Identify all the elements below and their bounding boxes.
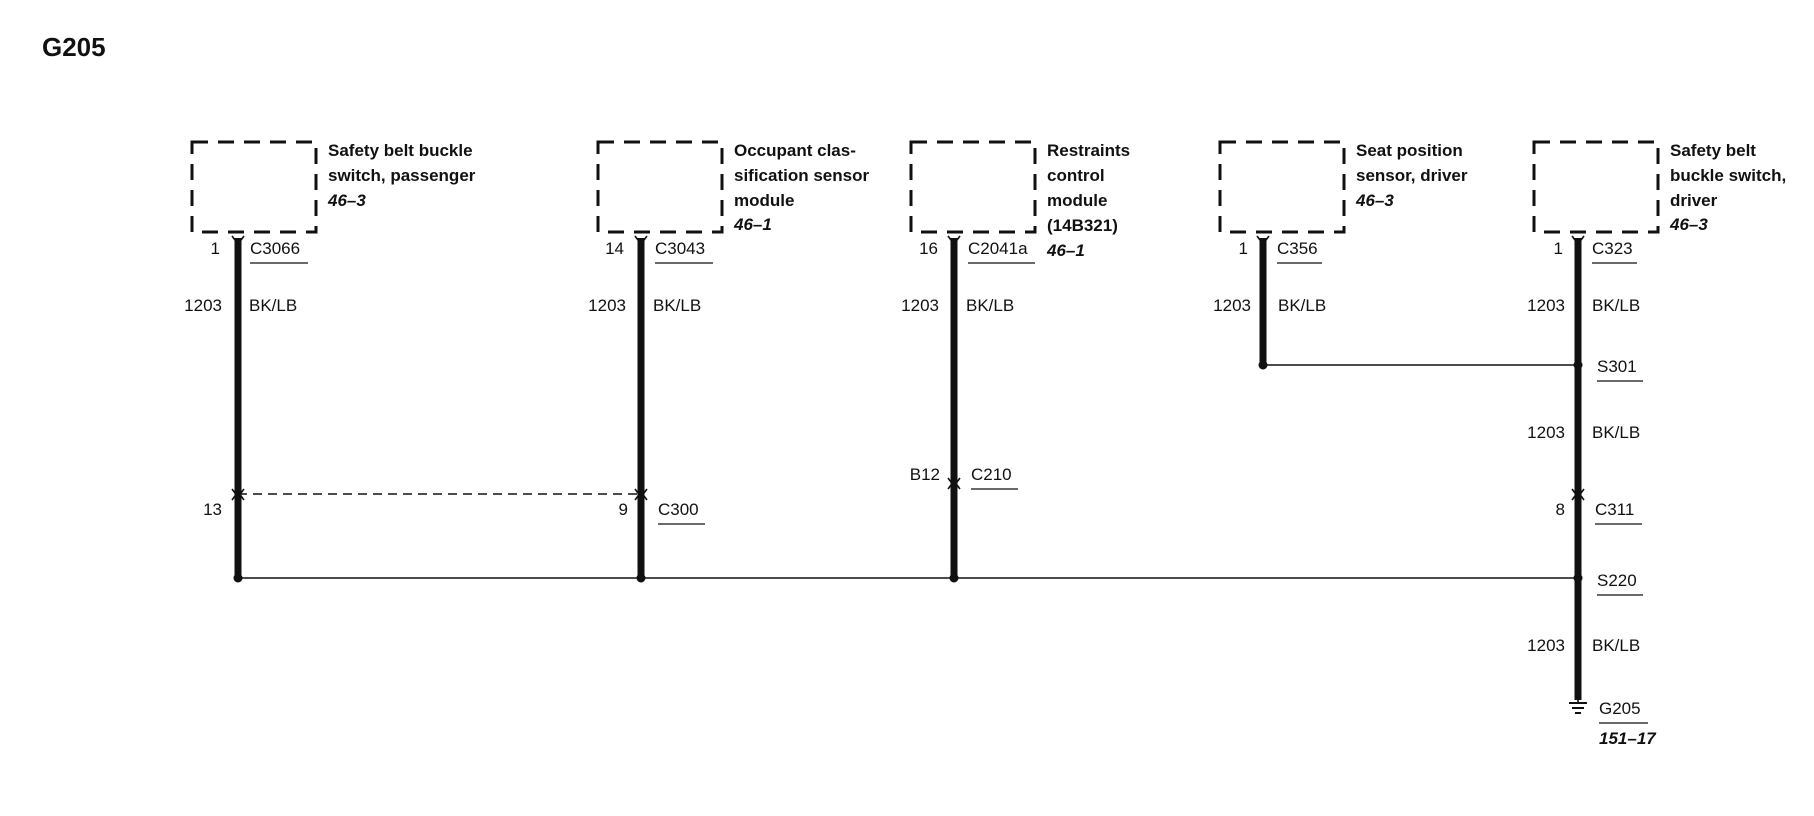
- pin-number: 16: [919, 239, 938, 258]
- ground-label: G205: [1599, 699, 1641, 718]
- connector-name: C300: [658, 500, 699, 519]
- wire-color: BK/LB: [1278, 296, 1326, 315]
- component-label-line: module: [734, 191, 794, 210]
- connector-name: C311: [1595, 500, 1634, 519]
- component-label-line: buckle switch,: [1670, 166, 1786, 185]
- circuit-number: 1203: [588, 296, 626, 315]
- splice-dot: [1573, 360, 1583, 370]
- wire-color: BK/LB: [1592, 296, 1640, 315]
- connector-name: C210: [971, 465, 1012, 484]
- component-label-line: sensor, driver: [1356, 166, 1468, 185]
- connector-arrow-icon: [1571, 488, 1585, 499]
- component-occupant-classification-module: Occupant clas- sification sensor module …: [596, 140, 869, 234]
- component-box: [190, 140, 318, 234]
- component-label-line: module: [1047, 191, 1107, 210]
- connector-arrow-icon: [947, 477, 961, 488]
- connector-arrow-icon: [634, 235, 648, 246]
- connector-arrow-icon: [1571, 490, 1585, 501]
- page-reference: 46–1: [733, 215, 772, 234]
- page-reference: 46–1: [1046, 241, 1085, 260]
- circuit-number: 1203: [1527, 636, 1565, 655]
- pin-number: 1: [1239, 239, 1248, 258]
- connector-name: C356: [1277, 239, 1318, 258]
- pin-number: B12: [910, 465, 940, 484]
- page-reference: 46–3: [1669, 215, 1708, 234]
- component-box: [596, 140, 724, 234]
- connector-arrow-icon: [634, 490, 648, 501]
- component-label-line: Occupant clas-: [734, 141, 856, 160]
- component-passenger-buckle-switch: Safety belt buckle switch, passenger 46–…: [190, 140, 476, 234]
- component-label-line: Safety belt buckle: [328, 141, 473, 160]
- component-restraints-control-module: Restraints control module (14B321) 46–1: [909, 140, 1130, 260]
- component-label-line: driver: [1670, 191, 1718, 210]
- connector-arrow-icon: [947, 479, 961, 490]
- pin-number: 14: [605, 239, 624, 258]
- pin-number: 1: [1554, 239, 1563, 258]
- connector-name: C3043: [655, 239, 705, 258]
- component-label-line: Restraints: [1047, 141, 1130, 160]
- wire-color: BK/LB: [1592, 636, 1640, 655]
- wire-color: BK/LB: [966, 296, 1014, 315]
- splice-dot: [949, 573, 959, 583]
- pin-number: 13: [203, 500, 222, 519]
- component-label-line: Seat position: [1356, 141, 1463, 160]
- component-box: [1532, 140, 1660, 234]
- connector-name: C3066: [250, 239, 300, 258]
- connector-arrow-icon: [231, 488, 245, 499]
- splice-label: S301: [1597, 357, 1637, 376]
- component-label-line: switch, passenger: [328, 166, 476, 185]
- connector-arrow-icon: [1256, 235, 1270, 246]
- page-reference: 46–3: [1355, 191, 1394, 210]
- circuit-number: 1203: [901, 296, 939, 315]
- connector-arrow-icon: [1571, 235, 1585, 246]
- connector-arrow-icon: [231, 490, 245, 501]
- splice-dot: [636, 573, 646, 583]
- connector-arrow-icon: [634, 488, 648, 499]
- pin-number: 8: [1556, 500, 1565, 519]
- component-box: [1218, 140, 1346, 234]
- component-label-line: control: [1047, 166, 1105, 185]
- connector-name: C2041a: [968, 239, 1028, 258]
- circuit-number: 1203: [1213, 296, 1251, 315]
- component-box: [909, 140, 1037, 234]
- component-seat-position-sensor: Seat position sensor, driver 46–3: [1218, 140, 1468, 234]
- pin-number: 9: [619, 500, 628, 519]
- connector-name: C323: [1592, 239, 1633, 258]
- splice-label: S220: [1597, 571, 1637, 590]
- component-label-line: (14B321): [1047, 216, 1118, 235]
- splice-dot: [1573, 573, 1583, 583]
- circuit-number: 1203: [184, 296, 222, 315]
- component-label-line: sification sensor: [734, 166, 869, 185]
- page-reference: 151–17: [1599, 729, 1657, 748]
- circuit-number: 1203: [1527, 296, 1565, 315]
- connector-arrow-icon: [947, 235, 961, 246]
- component-label-line: Safety belt: [1670, 141, 1756, 160]
- page-title: G205: [42, 32, 106, 62]
- ground-icon: [1569, 700, 1587, 714]
- wire-color: BK/LB: [249, 296, 297, 315]
- wire-color: BK/LB: [1592, 423, 1640, 442]
- pin-number: 1: [211, 239, 220, 258]
- splice-dot: [233, 573, 243, 583]
- circuit-number: 1203: [1527, 423, 1565, 442]
- component-driver-buckle-switch: Safety belt buckle switch, driver 46–3: [1532, 140, 1786, 234]
- connector-arrow-icon: [231, 235, 245, 246]
- page-reference: 46–3: [327, 191, 366, 210]
- splice-dot: [1258, 360, 1268, 370]
- wire-color: BK/LB: [653, 296, 701, 315]
